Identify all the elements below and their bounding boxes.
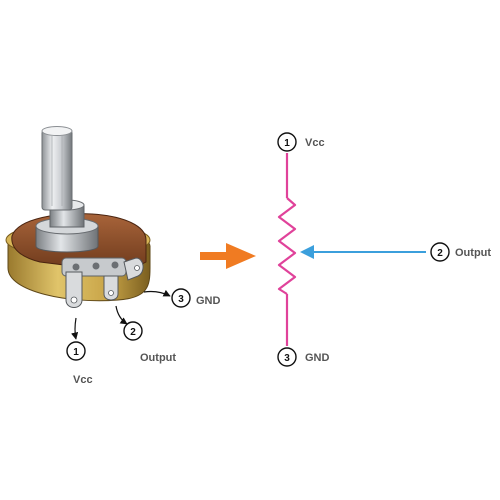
pin-number: 3 (178, 294, 184, 305)
photo-callout-pin3: 3 GND (143, 288, 221, 308)
pin-label: Output (140, 352, 176, 364)
callout-arrow (115, 305, 128, 325)
pin-number: 3 (284, 353, 290, 364)
pin-number: 1 (284, 138, 290, 149)
resistor-zigzag (277, 197, 297, 295)
schematic-symbol (277, 153, 426, 346)
pin-number-circle (171, 288, 191, 308)
callout-arrow (143, 289, 171, 297)
pin-number: 2 (130, 327, 136, 338)
shaft-tip (41, 126, 73, 136)
terminal-leg-2 (103, 275, 119, 301)
pin-number-circle (277, 132, 297, 152)
wiper-arrowhead (300, 245, 314, 259)
pin-number: 2 (437, 248, 443, 259)
terminal-leg-3 (123, 257, 144, 281)
pin-label: GND (196, 295, 221, 307)
pin-label: GND (305, 352, 330, 364)
pin-number-circle (123, 321, 143, 341)
pin-label: Vcc (73, 374, 93, 386)
shaft (41, 129, 73, 211)
pin-number-circle (66, 341, 86, 361)
photo-callout-pin1: 1 Vcc (66, 317, 93, 386)
schematic-callout-pin2: 2 Output (430, 242, 491, 262)
pin-label: Output (455, 247, 491, 259)
pin-number-circle (430, 242, 450, 262)
pin-label: Vcc (305, 137, 325, 149)
transform-arrow (200, 243, 256, 269)
schematic-callout-pin3: 3 GND (277, 347, 330, 367)
callout-arrow (71, 317, 79, 340)
potentiometer-photo (5, 126, 151, 308)
photo-callout-pin2: 2 Output (115, 305, 176, 364)
terminal-leg-1 (65, 271, 83, 308)
pin-number: 1 (73, 347, 79, 358)
pin-number-circle (277, 347, 297, 367)
schematic-callout-pin1: 1 Vcc (277, 132, 325, 152)
